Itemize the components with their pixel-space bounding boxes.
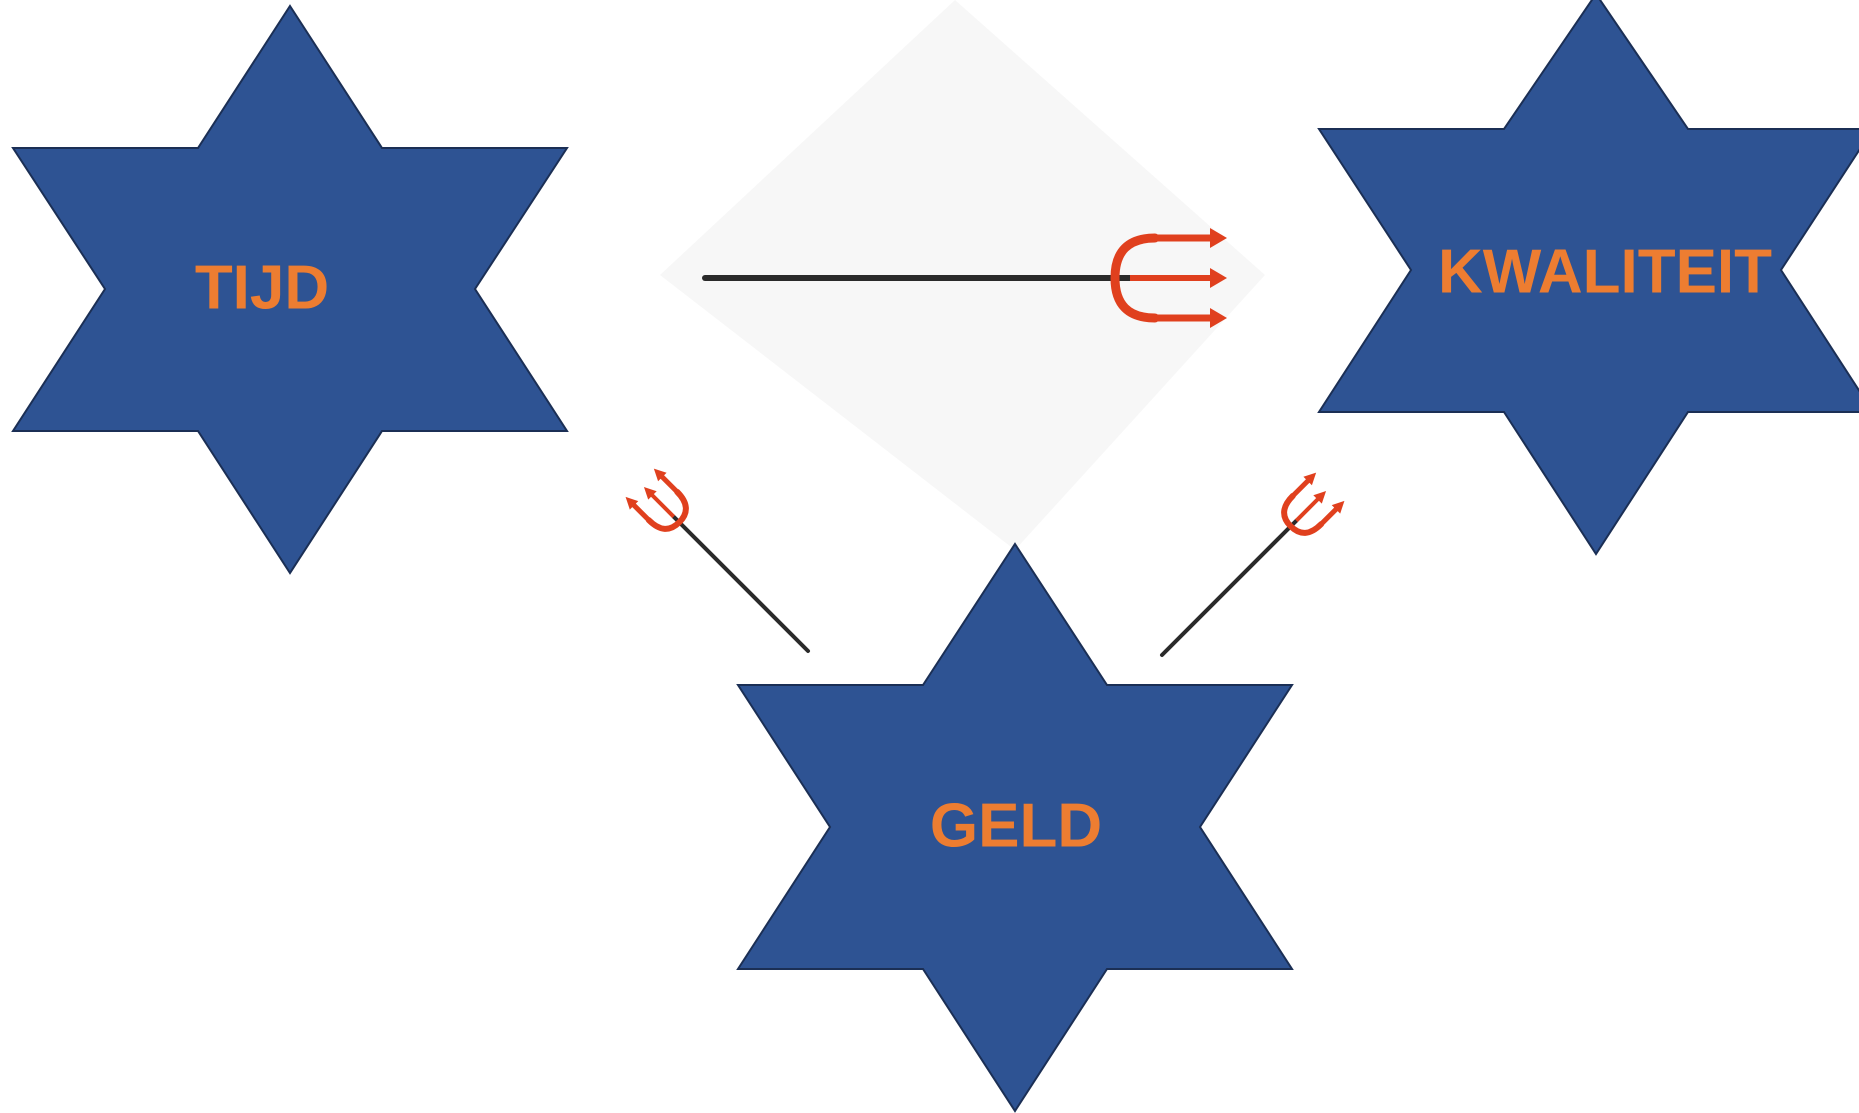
- star-tijd: TIJD: [11, 4, 569, 575]
- trident-icon: [1160, 472, 1345, 657]
- trident-icon: [702, 228, 1227, 328]
- star-label-geld: GELD: [930, 792, 1102, 861]
- star-label-tijd: TIJD: [195, 254, 329, 323]
- star-shape-tijd: [11, 4, 569, 575]
- star-shape-kwaliteit: [1317, 0, 1859, 556]
- star-label-kwaliteit: KWALITEIT: [1438, 238, 1772, 307]
- star-geld: GELD: [736, 542, 1294, 1113]
- trident-icon: [625, 468, 810, 653]
- star-shape-geld: [736, 542, 1294, 1113]
- star-kwaliteit: KWALITEIT: [1317, 0, 1859, 556]
